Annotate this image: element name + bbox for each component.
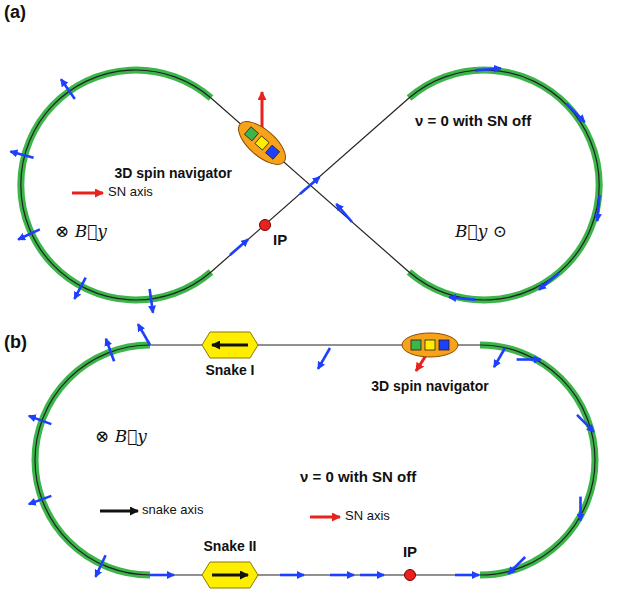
spin-arrow — [106, 339, 114, 362]
legend-sn-arrow — [310, 516, 340, 519]
straight-section — [150, 574, 480, 575]
dipole-arc — [480, 345, 595, 575]
spin-arrow — [330, 574, 354, 577]
spin-arrow — [230, 239, 248, 255]
node-shape — [401, 332, 459, 358]
racetrack-ring — [35, 345, 595, 575]
figure-eight-ring — [21, 70, 599, 300]
spin-arrow — [508, 557, 525, 574]
spin-arrow — [577, 415, 594, 432]
interaction-point: IP — [259, 219, 271, 231]
straight-section — [211, 98, 409, 272]
spin-arrow — [579, 497, 582, 521]
spin-arrow — [61, 79, 75, 99]
node-label: Snake I — [205, 362, 254, 379]
annotation-label: ν = 0 with SN off — [415, 112, 531, 130]
spin-navigator: 3D spin navigator — [401, 332, 459, 358]
siberian-snake: Snake I — [202, 332, 258, 358]
node-shape — [202, 562, 258, 588]
spin-arrow — [29, 496, 52, 504]
annotation-label: (a) — [4, 2, 26, 24]
annotation-label: SN axis — [345, 508, 390, 524]
spin-arrow — [29, 416, 52, 424]
annotation-label: (b) — [4, 332, 27, 354]
spin-arrow — [150, 289, 153, 313]
annotation-label: B⃗y ⊙ — [455, 221, 507, 241]
spin-arrow — [597, 195, 599, 221]
node-shape — [259, 219, 271, 231]
spin-arrow — [494, 348, 505, 367]
spin-navigator: 3D spin navigator — [232, 129, 292, 157]
node-shape — [232, 129, 292, 157]
beam-orbit — [409, 70, 599, 300]
spin-arrow — [455, 574, 479, 577]
node-label: IP — [273, 231, 287, 249]
straight-section — [211, 98, 409, 272]
spin-arrow — [360, 574, 384, 577]
spin-arrow — [475, 68, 501, 70]
spin-arrow — [96, 555, 106, 577]
siberian-snake: Snake II — [202, 562, 258, 588]
spin-arrow — [18, 229, 40, 239]
annotation-label: ν = 0 with SN off — [300, 468, 416, 486]
dipole-arc — [409, 70, 599, 300]
beam-orbit — [21, 70, 211, 300]
beam-orbit — [480, 345, 595, 575]
node-label: IP — [403, 543, 417, 561]
legend-snake-arrow — [100, 510, 138, 513]
spin-arrow — [280, 574, 304, 577]
node-label: 3D spin navigator — [115, 165, 232, 182]
interaction-point: IP — [404, 569, 416, 581]
node-label: Snake II — [204, 538, 257, 555]
spin-arrow — [449, 297, 475, 299]
spin-arrow — [10, 152, 33, 158]
annotation-label: SN axis — [108, 184, 153, 200]
spin-arrow — [539, 273, 559, 290]
spin-arrow — [138, 324, 150, 345]
spin-arrow — [150, 574, 174, 577]
legend-sn-arrow — [72, 192, 103, 195]
spin-arrow — [336, 204, 352, 222]
spin-arrows — [10, 68, 599, 577]
spin-arrow — [566, 104, 584, 122]
node-label: 3D spin navigator — [371, 378, 488, 395]
annotation-label: ⊗ B⃗y — [95, 426, 147, 446]
annotation-label: ⊗ B⃗y — [55, 221, 107, 241]
beam-orbit — [35, 345, 150, 575]
node-shape — [404, 569, 416, 581]
spin-arrow — [74, 278, 85, 299]
node-shape — [202, 332, 258, 358]
spin-arrow — [318, 348, 330, 369]
spin-arrow — [300, 177, 320, 194]
spin-arrow — [517, 358, 541, 361]
dipole-arc — [35, 345, 150, 575]
dipole-arc — [21, 70, 211, 300]
annotation-label: snake axis — [142, 502, 203, 518]
